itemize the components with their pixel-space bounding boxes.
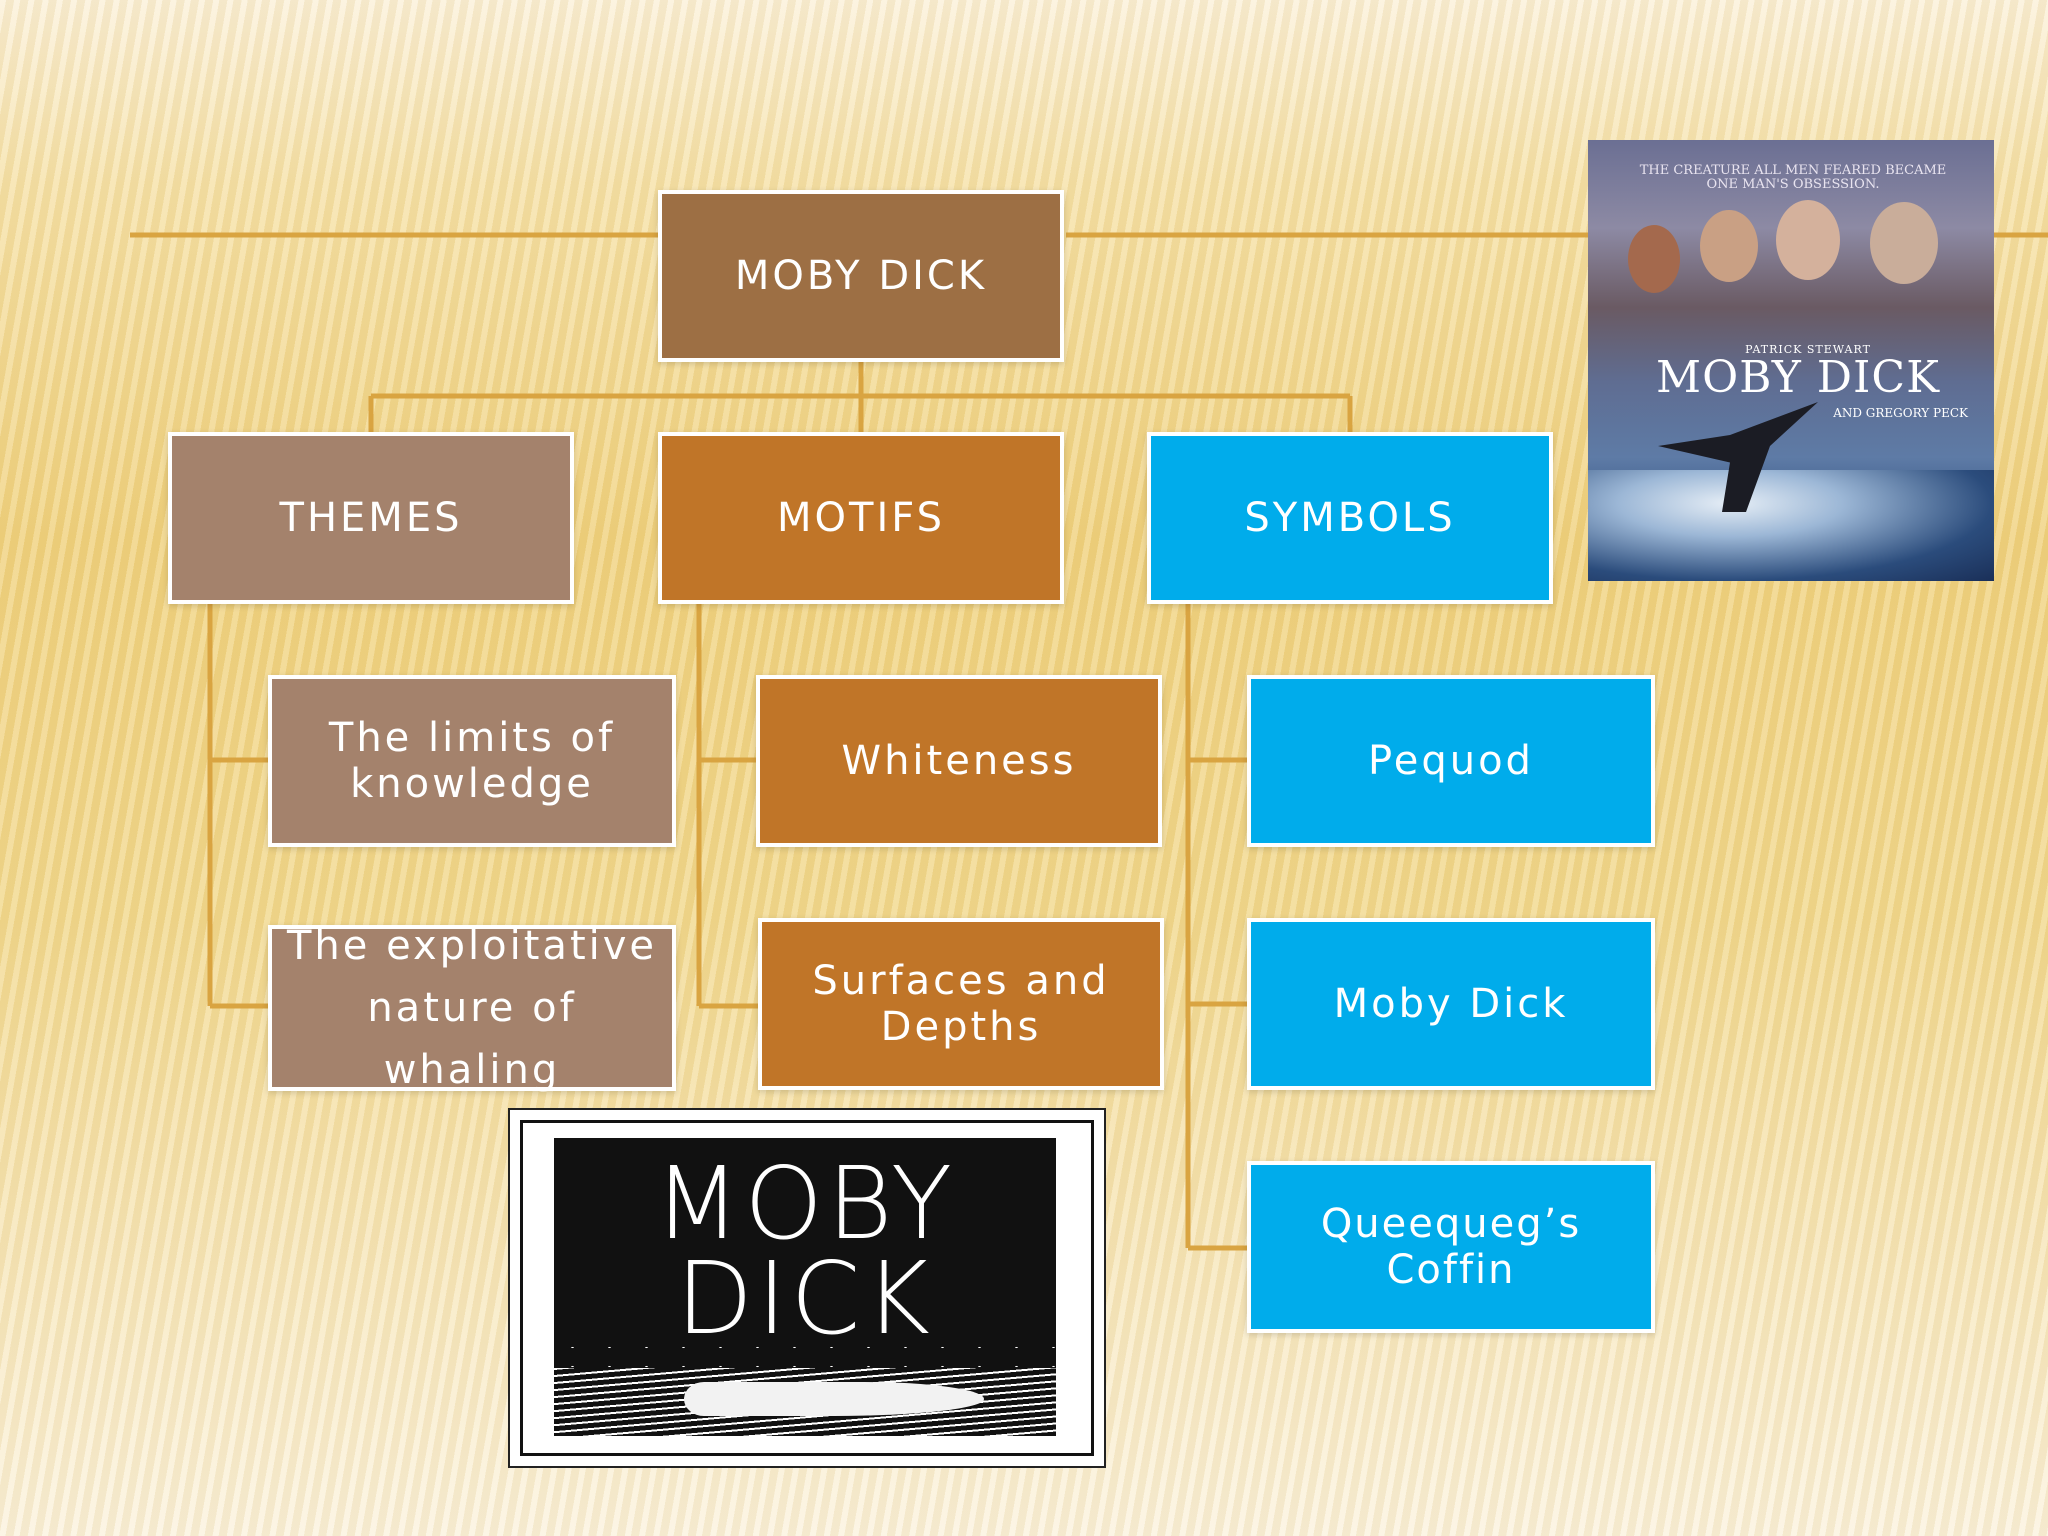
category-symbols: SYMBOLS (1147, 432, 1553, 604)
poster-tagline: THE CREATURE ALL MEN FEARED BECAME ONE M… (1639, 163, 1947, 193)
poster-title: MOBY DICK (1656, 352, 1940, 403)
theme-item-label: The limits of knowledge (328, 715, 616, 807)
category-themes-label: THEMES (279, 495, 463, 541)
motif-item-label: Surfaces and Depths (812, 958, 1110, 1050)
motif-item-surfaces-and-depths: Surfaces and Depths (758, 918, 1164, 1090)
theme-item-label: The exploitative nature of whaling (286, 923, 658, 1093)
motif-item-whiteness: Whiteness (756, 675, 1162, 847)
symbol-item-label: Pequod (1368, 738, 1534, 784)
poster-sea (1588, 470, 1994, 581)
symbol-item-queequegs-coffin: Queequeg’s Coffin (1247, 1161, 1655, 1333)
poster-actor-credit: AND GREGORY PECK (1833, 406, 1968, 420)
category-themes: THEMES (168, 432, 574, 604)
root-node: MOBY DICK (658, 190, 1064, 362)
theme-item-exploitative-whaling: The exploitative nature of whaling (268, 923, 676, 1093)
movie-poster-image: THE CREATURE ALL MEN FEARED BECAME ONE M… (1588, 140, 1994, 581)
poster-figure (1870, 202, 1938, 284)
category-motifs-label: MOTIFS (777, 495, 945, 541)
book-cover-frame (520, 1120, 1094, 1456)
book-cover-title: MOBY DICK (554, 1145, 1056, 1357)
poster-figure (1700, 210, 1758, 282)
symbol-item-label: Moby Dick (1333, 981, 1569, 1027)
symbol-item-label: Queequeg’s Coffin (1320, 1201, 1582, 1293)
theme-item-limits-of-knowledge: The limits of knowledge (268, 675, 676, 847)
category-motifs: MOTIFS (658, 432, 1064, 604)
book-title-line-2: DICK (676, 1240, 934, 1357)
symbol-item-moby-dick: Moby Dick (1247, 918, 1655, 1090)
book-title-line-1: MOBY (653, 1145, 957, 1262)
poster-actor-credit: PATRICK STEWART (1745, 343, 1871, 356)
root-label: MOBY DICK (734, 253, 988, 299)
book-cover-panel: MOBY DICK (554, 1138, 1056, 1436)
motif-item-label: Whiteness (841, 738, 1077, 784)
whale-icon (684, 1382, 984, 1416)
symbol-item-pequod: Pequod (1247, 675, 1655, 847)
book-cover-image: MOBY DICK (508, 1108, 1106, 1468)
poster-figure (1628, 225, 1680, 293)
poster-figure (1776, 200, 1840, 280)
category-symbols-label: SYMBOLS (1244, 495, 1456, 541)
